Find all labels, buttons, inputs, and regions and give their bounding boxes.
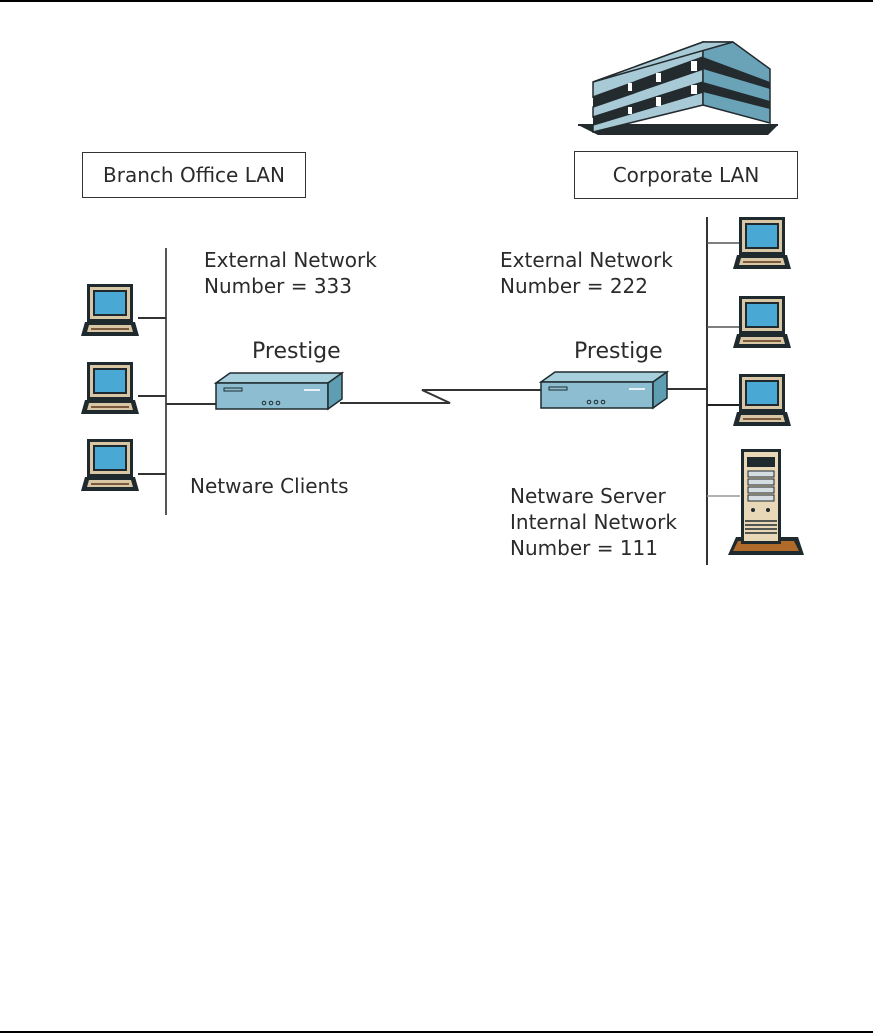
wan-link-icon — [340, 389, 542, 404]
server-label-line1: Netware Server — [510, 484, 666, 508]
server-label-line2: Internal Network — [510, 510, 677, 534]
corporate-network-line2: Number = 222 — [500, 274, 648, 298]
branch-router-label: Prestige — [252, 339, 341, 364]
corporate-building-icon — [578, 40, 778, 135]
page-top-rule — [0, 0, 873, 2]
server-tower-icon — [728, 449, 804, 555]
branch-network-line2: Number = 333 — [204, 274, 352, 298]
branch-network-line1: External Network — [204, 248, 377, 272]
branch-computer-icon-3 — [80, 438, 140, 492]
corporate-router-icon — [540, 371, 668, 409]
corp-computer-icon-3 — [732, 373, 792, 427]
page-bottom-rule — [0, 1031, 873, 1033]
corp-computer-icon-2 — [732, 295, 792, 349]
corporate-network-line1: External Network — [500, 248, 673, 272]
branch-computer-icon-1 — [80, 283, 140, 337]
corp-computer-icon-1 — [732, 216, 792, 270]
corporate-router-label: Prestige — [574, 339, 663, 364]
server-label-line3: Number = 111 — [510, 536, 658, 560]
corporate-lan-label: Corporate LAN — [574, 151, 798, 199]
branch-router-icon — [215, 372, 343, 410]
branch-office-lan-label: Branch Office LAN — [82, 152, 306, 198]
branch-computer-icon-2 — [80, 361, 140, 415]
netware-clients-label: Netware Clients — [190, 474, 349, 498]
